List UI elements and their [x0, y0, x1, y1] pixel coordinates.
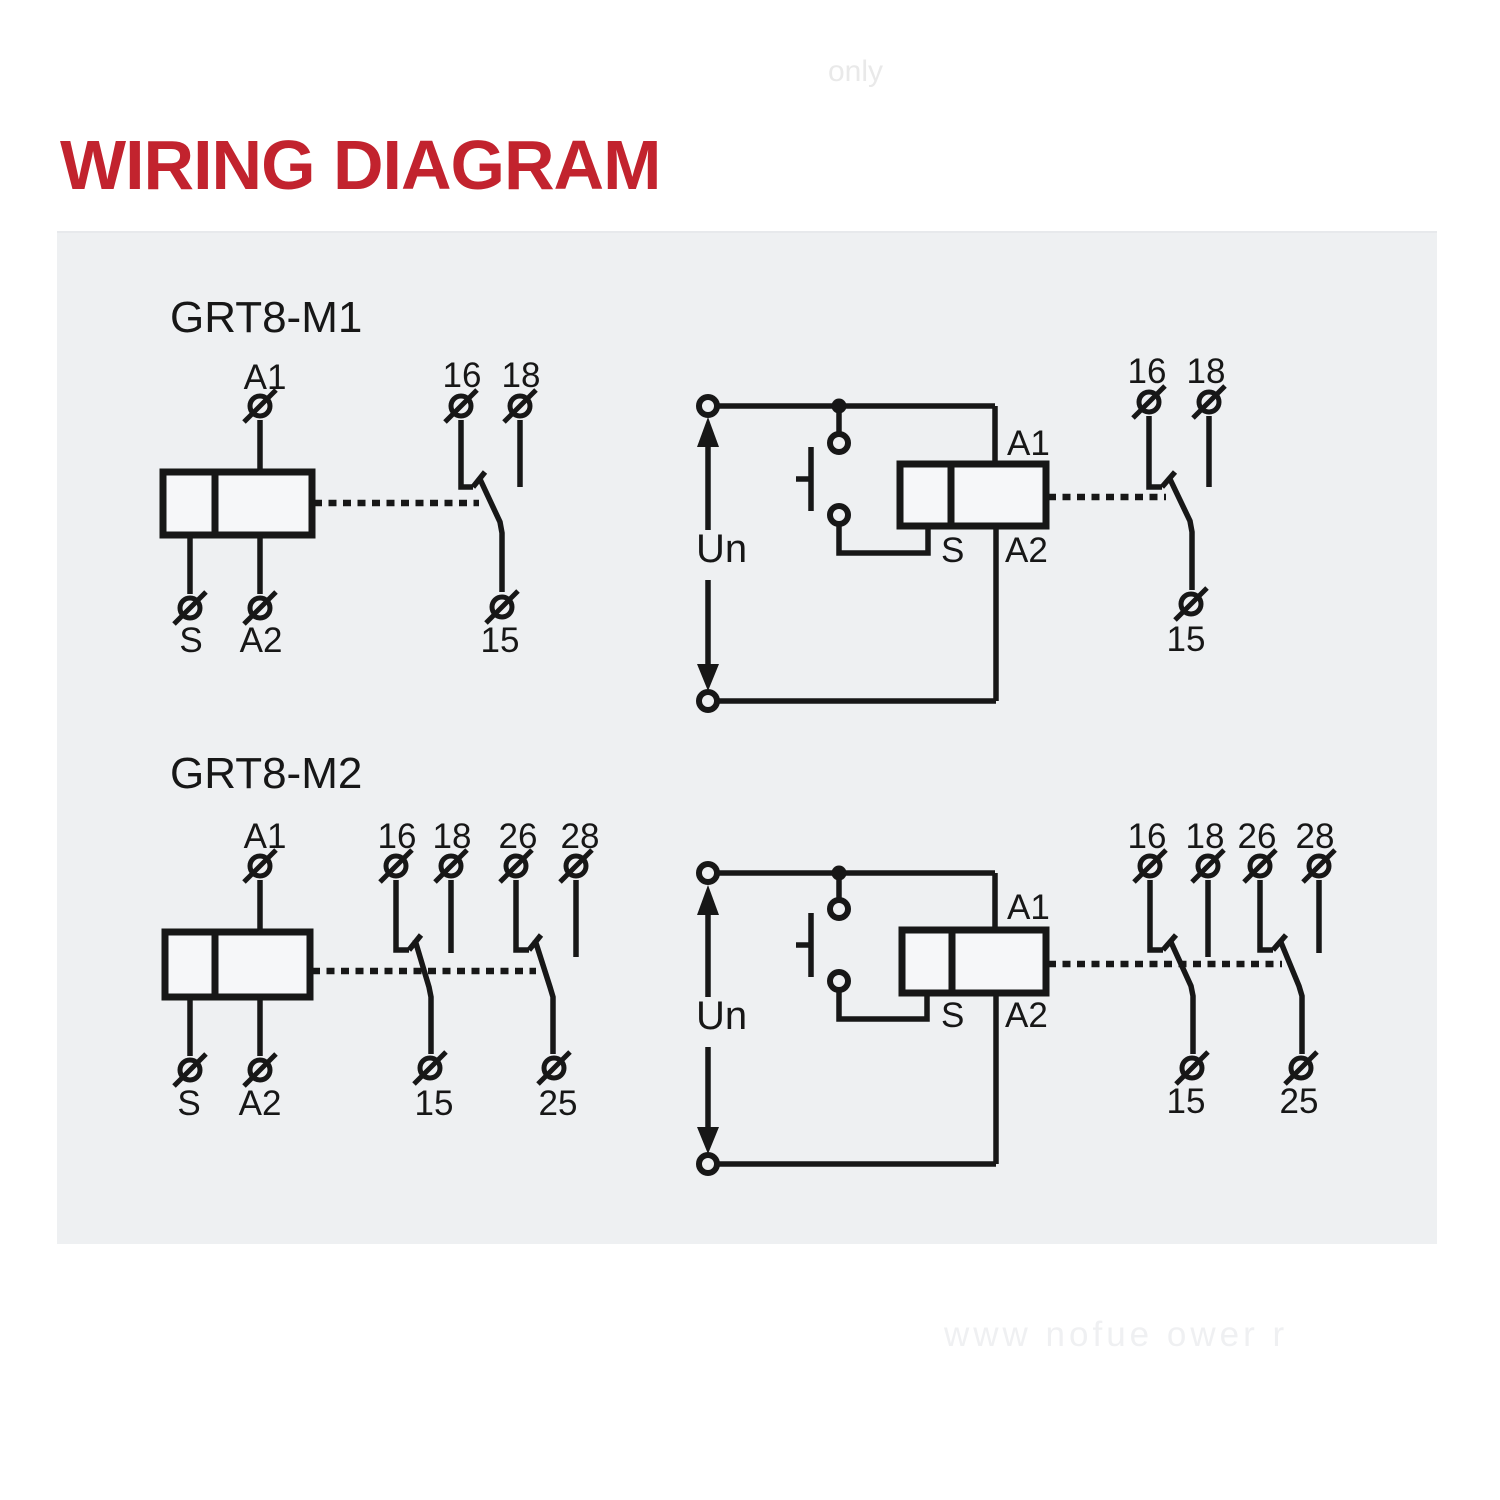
- arrow-down-icon: [697, 1127, 719, 1154]
- relay-box: [898, 926, 1050, 997]
- diagram-grt8-m1-symbol: GRT8-M1 A1 S A2 16 18 15: [159, 293, 540, 660]
- no-contact-blade: [532, 939, 556, 1054]
- no-contact-blade: [1167, 938, 1196, 1054]
- supply-node-icon: [696, 394, 720, 418]
- screw-terminal-icon: [174, 592, 206, 624]
- push-button-contact-icon: [827, 503, 851, 527]
- push-button-contact-icon: [827, 431, 851, 455]
- junction-dot: [831, 398, 847, 414]
- terminal-label-a2: A2: [1005, 531, 1048, 570]
- arrow-up-icon: [697, 417, 719, 447]
- supply-node-icon: [696, 689, 720, 713]
- terminal-label-25: 25: [539, 1084, 578, 1123]
- relay-box: [159, 468, 316, 539]
- screw-terminal-icon: [1176, 1052, 1208, 1084]
- terminal-label-a1: A1: [244, 817, 287, 856]
- wire-16-lead: [1147, 880, 1163, 953]
- terminal-label-s: S: [179, 621, 202, 660]
- terminal-label-a2: A2: [239, 1084, 282, 1123]
- terminal-label-15: 15: [1167, 620, 1206, 659]
- diagram-panel: [57, 231, 1437, 1244]
- terminal-label-a1: A1: [244, 358, 287, 397]
- no-contact-blade: [1277, 938, 1305, 1054]
- push-button-contact-icon: [827, 897, 851, 921]
- diagram-title-m1: GRT8-M1: [170, 293, 362, 342]
- terminal-label-25: 25: [1280, 1082, 1319, 1121]
- terminal-label-a1: A1: [1007, 888, 1050, 927]
- wire-16-lead: [458, 420, 473, 490]
- relay-box: [896, 460, 1050, 530]
- wire-s-link: [836, 524, 931, 556]
- supply-node-icon: [696, 1152, 720, 1176]
- no-contact-blade: [412, 939, 434, 1054]
- diagram-title-m2: GRT8-M2: [170, 749, 362, 798]
- screw-terminal-icon: [1285, 1052, 1317, 1084]
- no-contact-blade: [1166, 475, 1195, 590]
- terminal-label-28: 28: [1296, 817, 1335, 856]
- terminal-label-28: 28: [561, 817, 600, 856]
- supply-label-un: Un: [696, 994, 747, 1038]
- terminal-label-15: 15: [415, 1084, 454, 1123]
- terminal-label-15: 15: [481, 621, 520, 660]
- terminal-label-a2: A2: [240, 621, 283, 660]
- wire-26-lead: [1257, 880, 1273, 953]
- terminal-label-18: 18: [1187, 352, 1226, 391]
- supply-node-icon: [696, 861, 720, 885]
- push-button-contact-icon: [827, 969, 851, 993]
- screw-terminal-icon: [414, 1052, 446, 1084]
- wire-26-lead: [513, 880, 529, 953]
- screw-terminal-icon: [1175, 588, 1207, 620]
- diagram-grt8-m1-wiring: Un A1 S A2 16 18 15: [696, 352, 1226, 713]
- screw-terminal-icon: [244, 1054, 276, 1086]
- arrow-up-icon: [697, 885, 719, 915]
- relay-box: [161, 928, 314, 1001]
- screw-terminal-icon: [174, 1054, 206, 1086]
- screw-terminal-icon: [486, 591, 518, 623]
- screw-terminal-icon: [244, 592, 276, 624]
- screw-terminal-icon: [538, 1052, 570, 1084]
- terminal-label-s: S: [941, 531, 964, 570]
- terminal-label-18: 18: [1186, 817, 1225, 856]
- terminal-label-s: S: [177, 1084, 200, 1123]
- terminal-label-16: 16: [1128, 352, 1167, 391]
- terminal-label-a1: A1: [1007, 424, 1050, 463]
- page-title: WIRING DIAGRAM: [60, 126, 661, 204]
- terminal-label-26: 26: [1238, 817, 1277, 856]
- no-contact-blade: [476, 475, 505, 592]
- wire-16-lead: [393, 880, 409, 953]
- wire-16-lead: [1146, 416, 1162, 490]
- watermark-top: only: [828, 55, 884, 88]
- arrow-down-icon: [697, 664, 719, 691]
- terminal-label-16: 16: [1128, 817, 1167, 856]
- watermark-bottom: www nofue ower r: [944, 1315, 1289, 1354]
- terminal-label-a2: A2: [1005, 996, 1048, 1035]
- wire-s-link: [836, 990, 930, 1022]
- diagram-grt8-m2-symbol: GRT8-M2 A1 S A2 16 18 26 28 15 25: [161, 749, 600, 1123]
- diagram-grt8-m2-wiring: Un A1 S A2 16 18 26 28 15: [696, 817, 1335, 1176]
- terminal-label-15: 15: [1167, 1082, 1206, 1121]
- junction-dot: [831, 865, 847, 881]
- terminal-label-s: S: [941, 996, 964, 1035]
- supply-label-un: Un: [696, 527, 747, 571]
